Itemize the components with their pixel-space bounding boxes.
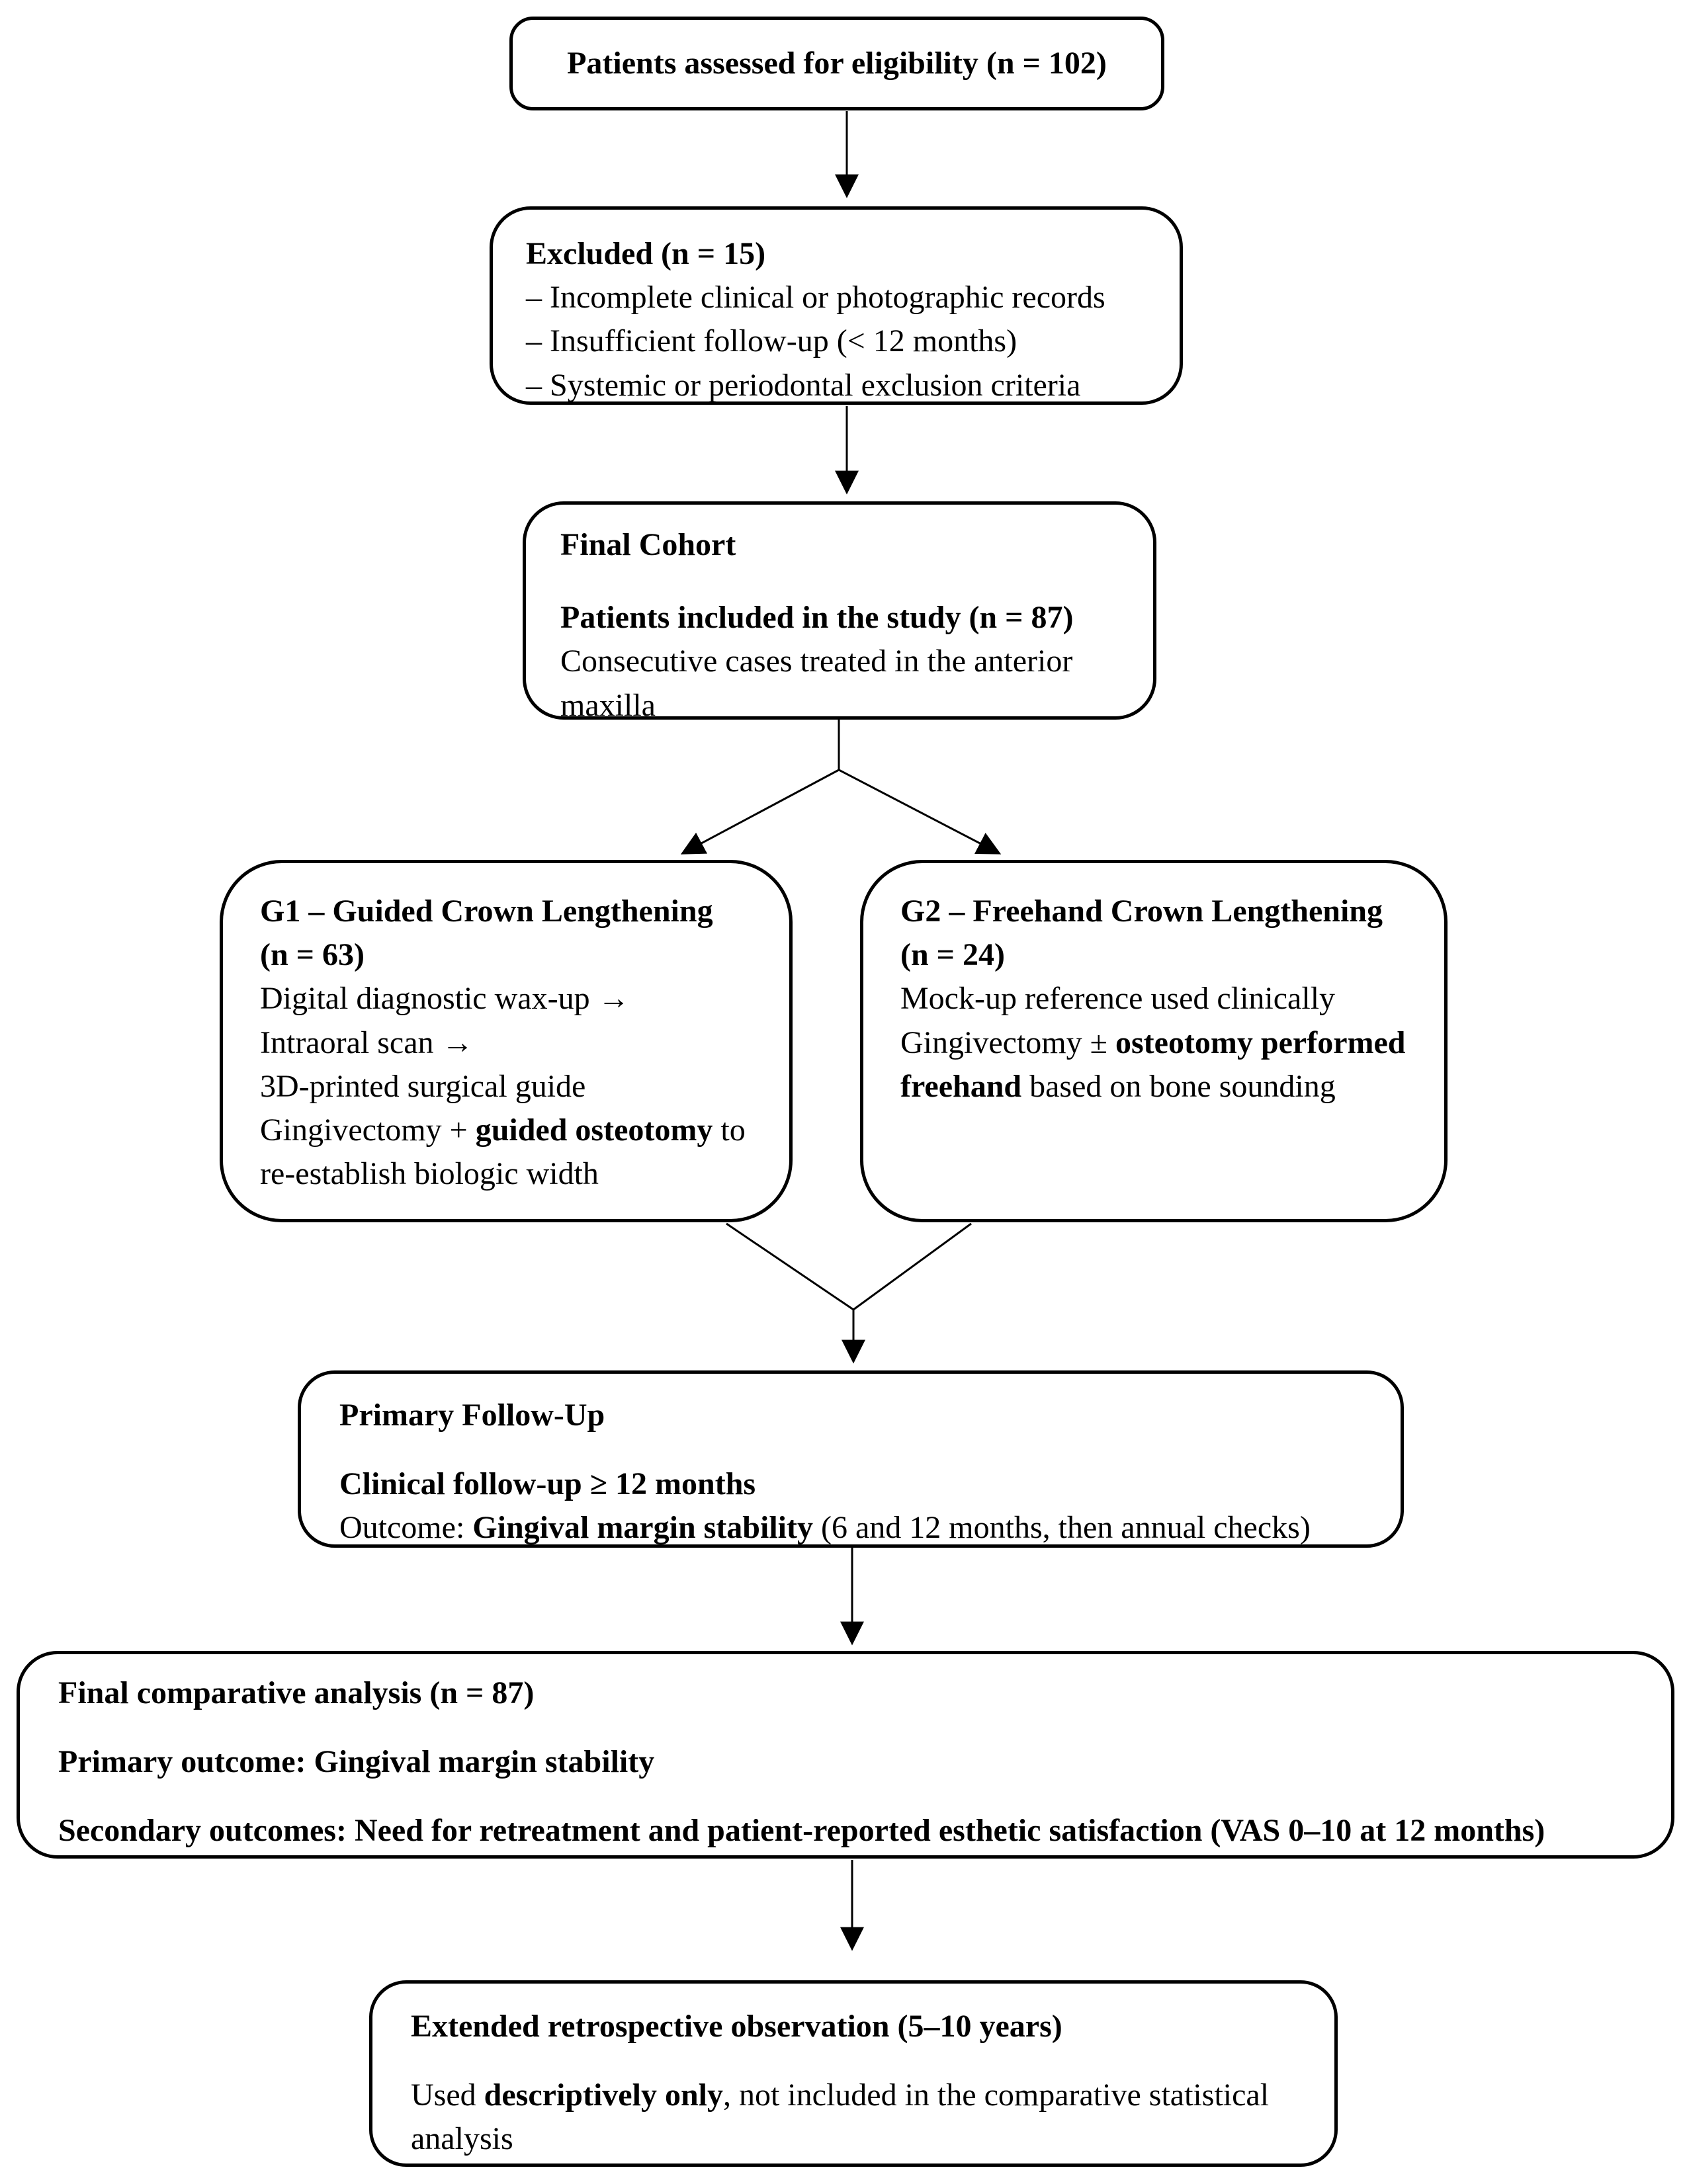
g2-procedure-bold: osteotomy performed freehand xyxy=(900,1025,1406,1104)
arrow-g2-merge xyxy=(853,1222,972,1311)
g2-n: (n = 24) xyxy=(900,937,1006,973)
analysis-primary-outcome: Primary outcome: Gingival margin stabili… xyxy=(58,1744,655,1780)
primary-followup-box: Primary Follow-Up Clinical follow-up ≥ 1… xyxy=(298,1370,1404,1548)
extended-title: Extended retrospective observation (5–10… xyxy=(411,2009,1062,2044)
g2-title: G2 – Freehand Crown Lengthening xyxy=(900,894,1383,929)
final-cohort-subtitle: Patients included in the study (n = 87) xyxy=(560,600,1074,636)
extended-observation-box: Extended retrospective observation (5–10… xyxy=(369,1980,1338,2167)
g2-freehand-box: G2 – Freehand Crown Lengthening (n = 24)… xyxy=(860,860,1448,1222)
g2-procedure-pre: Gingivectomy ± xyxy=(900,1025,1115,1060)
excluded-item: – Incomplete clinical or photographic re… xyxy=(526,280,1105,315)
g1-procedure-pre: Gingivectomy + xyxy=(260,1113,476,1148)
excluded-box: Excluded (n = 15) – Incomplete clinical … xyxy=(490,206,1183,405)
followup-title: Primary Follow-Up xyxy=(339,1398,605,1433)
g1-n: (n = 63) xyxy=(260,937,365,973)
g2-step: Mock-up reference used clinically xyxy=(900,981,1336,1017)
arrow-cohort-to-g1 xyxy=(680,769,840,855)
eligibility-title: Patients assessed for eligibility (n = 1… xyxy=(567,45,1107,81)
g1-procedure-bold: guided osteotomy xyxy=(475,1113,713,1148)
g1-title: G1 – Guided Crown Lengthening xyxy=(260,894,713,929)
excluded-item: – Systemic or periodontal exclusion crit… xyxy=(526,367,1081,403)
excluded-item: – Insufficient follow-up (< 12 months) xyxy=(526,323,1017,359)
g1-step: 3D-printed surgical guide xyxy=(260,1068,586,1104)
analysis-header: Final comparative analysis (n = 87) xyxy=(58,1675,535,1710)
final-cohort-box: Final Cohort Patients included in the st… xyxy=(523,501,1156,723)
arrow-g1-merge xyxy=(726,1222,854,1311)
eligibility-box: Patients assessed for eligibility (n = 1… xyxy=(509,17,1164,110)
g1-procedure-post: to re-establish biologic width xyxy=(260,1113,746,1192)
extended-body-line: Used descriptively only, not included in… xyxy=(411,2074,1296,2161)
g1-step: Digital diagnostic wax-up → xyxy=(260,981,630,1017)
excluded-title: Excluded (n = 15) xyxy=(526,236,766,271)
followup-outcome-bold: Gingival margin stability xyxy=(472,1510,813,1546)
followup-duration: Clinical follow-up ≥ 12 months xyxy=(339,1466,756,1502)
extended-body-bold: descriptively only xyxy=(484,2078,723,2113)
final-analysis-box: Final comparative analysis (n = 87) Prim… xyxy=(17,1651,1674,1859)
g1-guided-box: G1 – Guided Crown Lengthening (n = 63) D… xyxy=(220,860,793,1222)
extended-body-pre: Used xyxy=(411,2078,484,2113)
final-cohort-title: Final Cohort xyxy=(560,527,736,562)
g2-procedure-line: Gingivectomy ± osteotomy performed freeh… xyxy=(900,1021,1407,1109)
arrow-cohort-to-g2 xyxy=(838,769,1002,855)
followup-outcome-line: Outcome: Gingival margin stability (6 an… xyxy=(339,1506,1362,1550)
g1-step: Intraoral scan → xyxy=(260,1025,474,1060)
analysis-secondary-outcomes: Secondary outcomes: Need for retreatment… xyxy=(58,1813,1545,1849)
final-cohort-body: Consecutive cases treated in the anterio… xyxy=(560,644,1073,723)
g1-procedure-line: Gingivectomy + guided osteotomy to re-es… xyxy=(260,1109,752,1196)
g2-procedure-post: based on bone sounding xyxy=(1021,1068,1336,1104)
followup-outcome-pre: Outcome: xyxy=(339,1510,473,1546)
extended-body-post: , not included in the comparative statis… xyxy=(411,2078,1270,2157)
followup-outcome-post: (6 and 12 months, then annual checks) xyxy=(813,1510,1311,1546)
